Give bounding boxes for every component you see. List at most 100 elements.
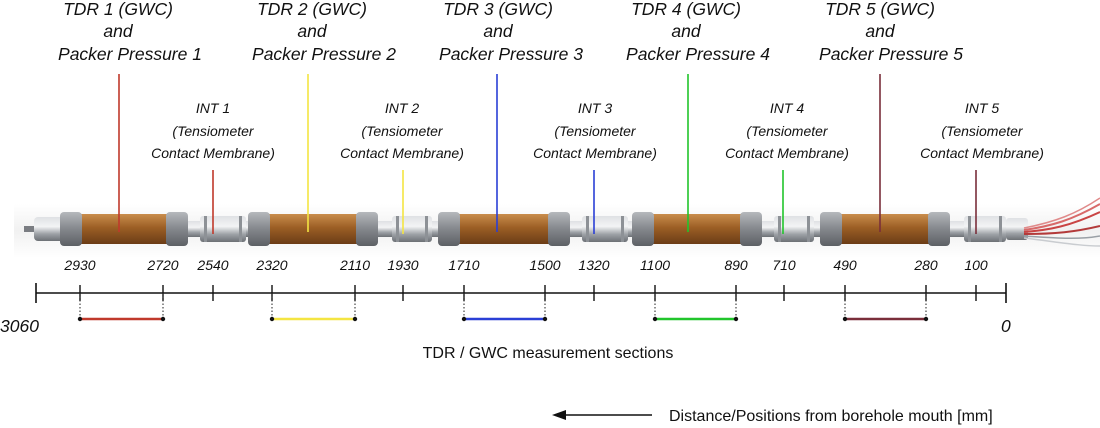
- tick-label-100: 100: [964, 257, 988, 273]
- distance-arrow: [552, 410, 652, 420]
- int-label-3: INT 3 (Tensiometer Contact Membrane): [533, 100, 657, 161]
- tick-label-1930: 1930: [387, 257, 418, 273]
- tick-label-1100: 1100: [640, 257, 670, 273]
- section-endpoint-left-5: [842, 316, 848, 322]
- tensiometer-coupling-5: [964, 216, 1006, 242]
- tdr-label-3-title: TDR 3 (GWC): [443, 0, 553, 19]
- coupling-groove-2: [396, 216, 399, 242]
- axis-start-label: 3060: [0, 316, 39, 336]
- section-endpoint-right-4: [733, 316, 739, 322]
- tdr-label-2-packer: Packer Pressure 2: [252, 44, 396, 64]
- cable-bundle: [1023, 197, 1100, 247]
- coupling-groove-1: [204, 216, 207, 242]
- tdr-label-3-packer: Packer Pressure 3: [439, 44, 583, 64]
- coupling-groove-b-3: [621, 216, 624, 242]
- packer-collar-left-1: [60, 212, 82, 246]
- tensiometer-coupling-2: [392, 216, 432, 242]
- int-label-1: INT 1 (Tensiometer Contact Membrane): [151, 100, 275, 161]
- tdr-label-2-title: TDR 2 (GWC): [257, 0, 367, 19]
- coupling-groove-4: [778, 216, 781, 242]
- section-endpoint-right-1: [160, 316, 166, 322]
- int-label-3-title: INT 3: [578, 100, 612, 116]
- tick-label-890: 890: [724, 257, 748, 273]
- int-label-4-line3: Contact Membrane): [725, 145, 849, 161]
- tensiometer-coupling-4: [774, 216, 814, 242]
- int-label-5-line3: Contact Membrane): [920, 145, 1044, 161]
- int-label-1-line2: (Tensiometer: [172, 123, 255, 139]
- tensiometer-coupling-1: [200, 216, 246, 242]
- coupling-groove-b-4: [807, 216, 810, 242]
- int-label-2-line2: (Tensiometer: [361, 123, 444, 139]
- coupling-groove-b-5: [999, 216, 1002, 242]
- int-label-1-title: INT 1: [196, 100, 230, 116]
- packer-collar-right-1: [166, 212, 188, 246]
- tick-label-1320: 1320: [578, 257, 609, 273]
- section-endpoint-left-3: [461, 316, 467, 322]
- int-label-5-title: INT 5: [965, 100, 999, 116]
- tick-label-2540: 2540: [196, 257, 228, 273]
- packer-collar-right-2: [356, 212, 378, 246]
- packer-collar-right-3: [548, 212, 570, 246]
- packer-collar-left-2: [248, 212, 270, 246]
- tdr-label-4-packer: Packer Pressure 4: [626, 44, 770, 64]
- packer-collar-right-5: [928, 212, 950, 246]
- tdr-label-1: TDR 1 (GWC) and Packer Pressure 1: [58, 0, 202, 64]
- int-label-4-line2: (Tensiometer: [746, 123, 829, 139]
- tdr-label-1-title: TDR 1 (GWC): [63, 0, 173, 19]
- int-label-5-line2: (Tensiometer: [941, 123, 1024, 139]
- tick-label-1710: 1710: [448, 257, 479, 273]
- packer-collar-right-4: [740, 212, 762, 246]
- section-endpoint-left-2: [269, 316, 275, 322]
- int-label-3-line3: Contact Membrane): [533, 145, 657, 161]
- tdr-label-5-packer: Packer Pressure 5: [819, 44, 963, 64]
- tdr-sensor-body-1: [70, 214, 178, 244]
- tdr-sensor-body-5: [830, 214, 940, 244]
- tdr-label-2: TDR 2 (GWC) and Packer Pressure 2: [252, 0, 396, 64]
- tdr-sensor-body-4: [642, 214, 752, 244]
- position-axis: [35, 283, 1007, 303]
- tick-label-1500: 1500: [529, 257, 560, 273]
- tdr-label-4-and: and: [671, 21, 701, 41]
- position-tick-labels: 2930 2720 2540 2320 2110 1930 1710 1500 …: [63, 257, 987, 273]
- tdr-label-5-and: and: [865, 21, 895, 41]
- packer-collar-left-5: [820, 212, 842, 246]
- coupling-groove-3: [586, 216, 589, 242]
- end-cap-right: [1006, 218, 1028, 240]
- tdr-label-3-and: and: [483, 21, 513, 41]
- tick-label-710: 710: [772, 257, 796, 273]
- packer-collar-left-3: [438, 212, 460, 246]
- tdr-label-5: TDR 5 (GWC) and Packer Pressure 5: [819, 0, 963, 64]
- tdr-label-1-and: and: [103, 21, 133, 41]
- tdr-label-3: TDR 3 (GWC) and Packer Pressure 3: [439, 0, 583, 64]
- tdr-label-5-title: TDR 5 (GWC): [825, 0, 935, 19]
- tick-label-2720: 2720: [146, 257, 178, 273]
- int-label-5: INT 5 (Tensiometer Contact Membrane): [920, 100, 1044, 161]
- tdr-label-1-packer: Packer Pressure 1: [58, 44, 202, 64]
- tick-label-280: 280: [913, 257, 938, 273]
- tdr-sensor-body-3: [448, 214, 560, 244]
- coupling-groove-b-1: [239, 216, 242, 242]
- distance-caption: Distance/Positions from borehole mouth […: [669, 408, 993, 425]
- section-endpoint-right-2: [352, 316, 358, 322]
- tick-label-2930: 2930: [63, 257, 95, 273]
- axis-end-label: 0: [1001, 316, 1011, 336]
- measurement-sections: [77, 293, 929, 322]
- tick-label-2320: 2320: [255, 257, 287, 273]
- int-label-4: INT 4 (Tensiometer Contact Membrane): [725, 100, 849, 161]
- section-endpoint-right-3: [542, 316, 548, 322]
- probe-tip: [24, 226, 36, 232]
- coupling-groove-b-2: [425, 216, 428, 242]
- section-endpoint-right-5: [923, 316, 929, 322]
- tdr-label-2-and: and: [297, 21, 327, 41]
- tick-label-2110: 2110: [339, 257, 370, 273]
- packer-collar-left-4: [632, 212, 654, 246]
- tdr-label-4: TDR 4 (GWC) and Packer Pressure 4: [626, 0, 770, 64]
- section-endpoint-left-1: [77, 316, 83, 322]
- coupling-groove-5: [968, 216, 971, 242]
- section-endpoint-left-4: [652, 316, 658, 322]
- int-label-4-title: INT 4: [770, 100, 804, 116]
- tdr-label-4-title: TDR 4 (GWC): [631, 0, 741, 19]
- int-label-2-title: INT 2: [385, 100, 419, 116]
- tick-label-490: 490: [833, 257, 857, 273]
